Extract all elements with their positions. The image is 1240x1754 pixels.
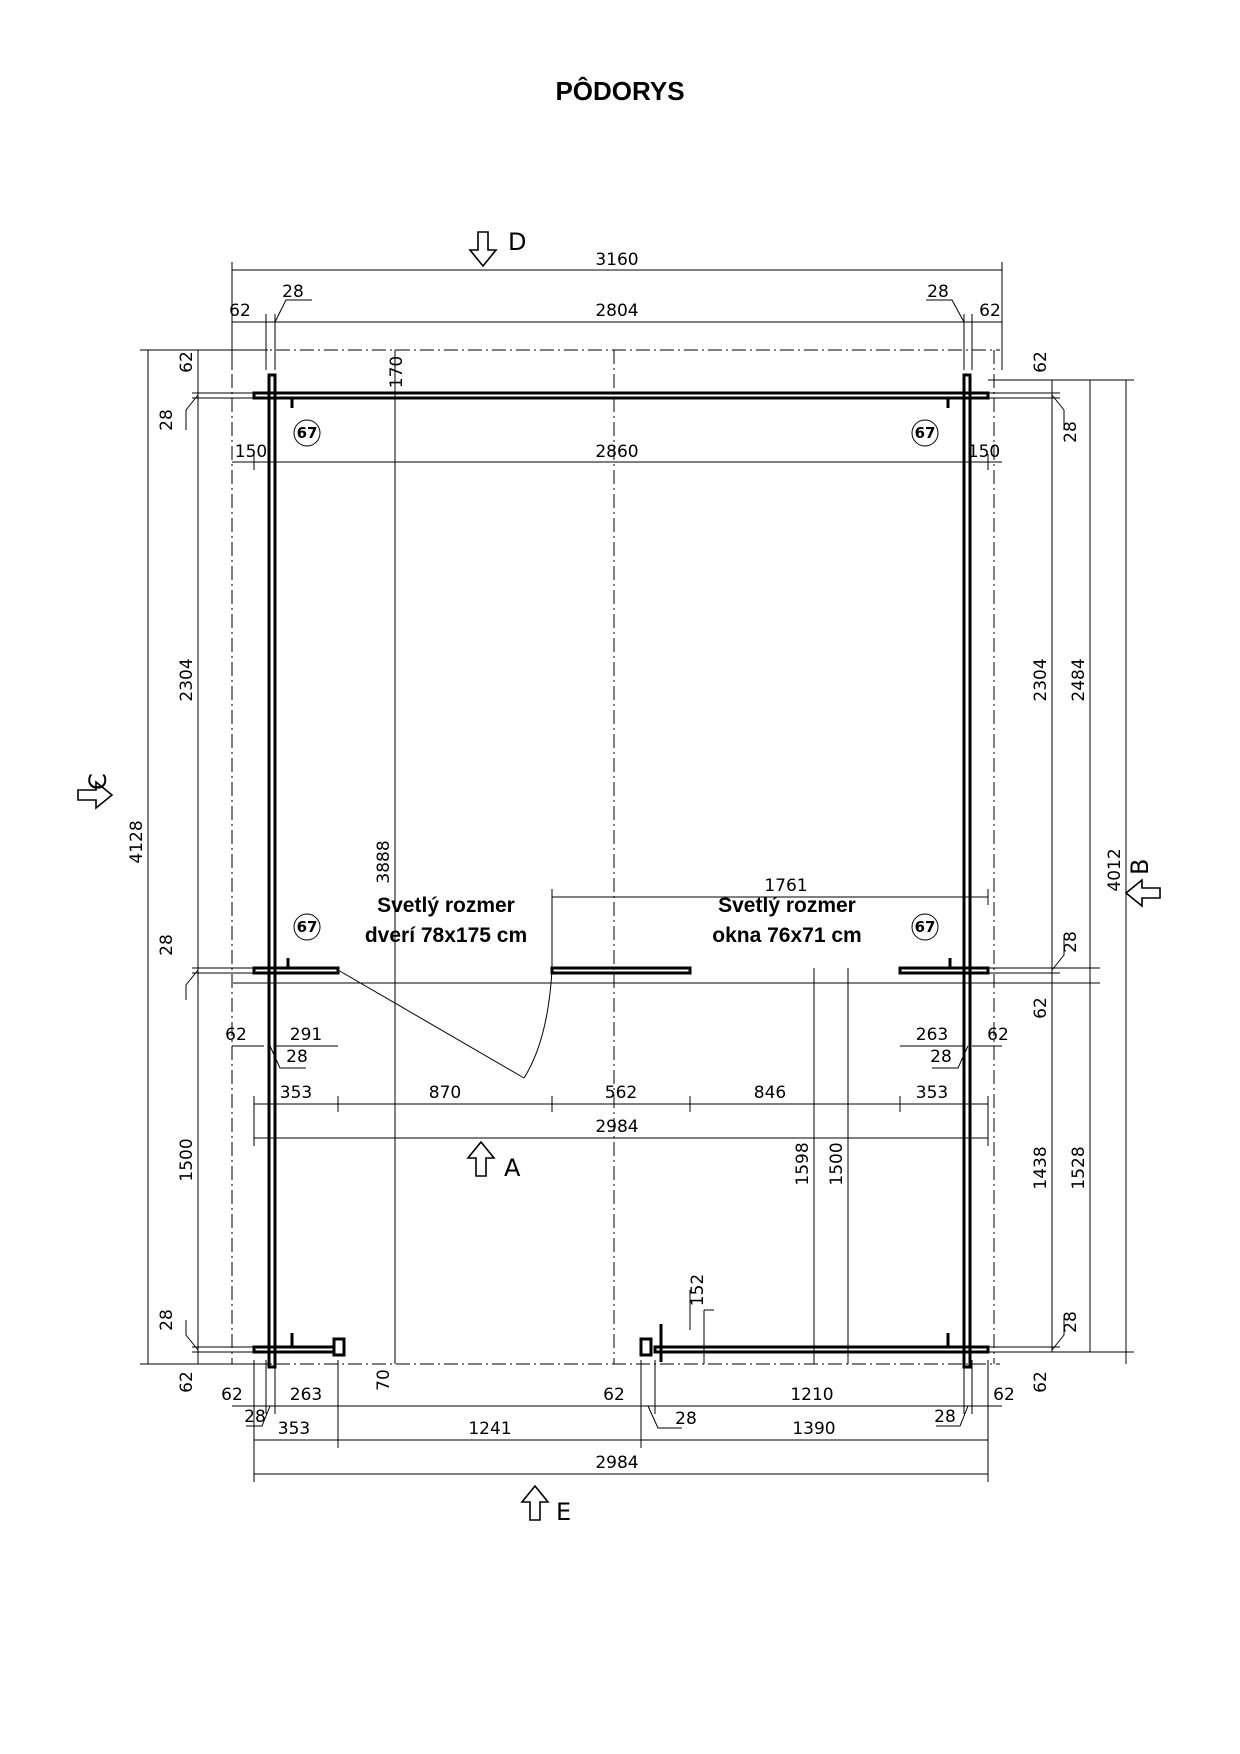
dim-back-1210: 1210 xyxy=(790,1385,833,1405)
dim-back-353: 353 xyxy=(278,1419,310,1439)
dim-left-2304: 2304 xyxy=(177,658,197,701)
dim-front-28-right: 28 xyxy=(930,1047,952,1067)
dim-front-846: 846 xyxy=(754,1083,786,1103)
door-note-line2: dverí 78x175 cm xyxy=(365,924,527,947)
dim-right-1528: 1528 xyxy=(1069,1146,1089,1189)
dim-front-62-right: 62 xyxy=(987,1025,1009,1045)
svg-text:67: 67 xyxy=(297,424,318,442)
dim-top-right-28: 28 xyxy=(927,282,949,302)
section-arrow-c: C xyxy=(77,773,114,810)
dim-span-2860: 2860 xyxy=(595,442,638,462)
dim-back-28-mid: 28 xyxy=(675,1409,697,1429)
dim-back-1241: 1241 xyxy=(468,1419,511,1439)
dim-back-1390: 1390 xyxy=(792,1419,835,1439)
dim-mid-3888: 3888 xyxy=(374,840,394,883)
dim-top-right-62: 62 xyxy=(979,301,1001,321)
dim-left-top-62: 62 xyxy=(177,351,197,373)
svg-text:67: 67 xyxy=(297,918,318,936)
window-note-line1: Svetlý rozmer xyxy=(718,894,856,917)
dim-right-4012: 4012 xyxy=(1105,848,1125,891)
dim-back-62-left: 62 xyxy=(221,1385,243,1405)
dim-right-2304: 2304 xyxy=(1031,658,1051,701)
dim-bot-70: 70 xyxy=(374,1369,394,1391)
dim-back-62-right: 62 xyxy=(993,1385,1015,1405)
dim-left-1500: 1500 xyxy=(177,1138,197,1181)
dim-inner-1500: 1500 xyxy=(827,1142,847,1185)
horizontal-dimension-labels: 3160 2804 62 28 28 62 150 2860 150 1761 … xyxy=(221,250,1015,1473)
dim-front-353-right: 353 xyxy=(916,1083,948,1103)
dim-top-left-28: 28 xyxy=(282,282,304,302)
walls xyxy=(252,373,990,1369)
dim-top-170: 170 xyxy=(387,356,407,388)
dim-overall-width: 3160 xyxy=(595,250,638,270)
door-note: Svetlý rozmer dverí 78x175 cm xyxy=(365,894,527,947)
front-dimensions xyxy=(232,889,1002,1146)
dim-inner-1598: 1598 xyxy=(793,1142,813,1185)
section-arrow-b: B xyxy=(1124,859,1161,908)
door-note-line1: Svetlý rozmer xyxy=(377,894,515,917)
dim-right-top-62: 62 xyxy=(1031,351,1051,373)
dim-back-152: 152 xyxy=(688,1274,708,1306)
dim-back-28-left: 28 xyxy=(244,1407,266,1427)
dim-back-62-mid: 62 xyxy=(603,1385,625,1405)
dim-span-1761: 1761 xyxy=(764,876,807,896)
marker-mid-right: 67 xyxy=(911,913,939,941)
dim-left-28-bot: 28 xyxy=(157,1309,177,1331)
door-swing xyxy=(337,969,553,1079)
section-label-a: A xyxy=(504,1154,521,1182)
dim-front-291: 291 xyxy=(290,1025,322,1045)
marker-top-right: 67 xyxy=(911,419,939,447)
axis-lines xyxy=(228,349,1000,1365)
svg-text:67: 67 xyxy=(915,918,936,936)
marker-top-left: 67 xyxy=(293,419,321,447)
dim-right-62-mid: 62 xyxy=(1031,997,1051,1019)
top-dimensions xyxy=(231,262,1003,470)
left-dimensions xyxy=(140,349,268,1365)
dim-front-263: 263 xyxy=(916,1025,948,1045)
section-label-d: D xyxy=(508,228,526,256)
dim-right-28-top: 28 xyxy=(1061,421,1081,443)
dim-left-4128: 4128 xyxy=(127,820,147,863)
dim-front-870: 870 xyxy=(429,1083,461,1103)
dim-back-28-right: 28 xyxy=(934,1407,956,1427)
dim-overhang-left: 150 xyxy=(235,442,267,462)
section-arrow-e: E xyxy=(520,1484,571,1526)
dim-left-bot-62: 62 xyxy=(177,1371,197,1393)
dim-right-2484: 2484 xyxy=(1069,658,1089,701)
dim-back-2984: 2984 xyxy=(595,1453,638,1473)
section-label-b: B xyxy=(1126,859,1154,875)
dim-front-28-left: 28 xyxy=(286,1047,308,1067)
dim-back-263: 263 xyxy=(290,1385,322,1405)
dim-right-1438: 1438 xyxy=(1031,1146,1051,1189)
vertical-dimension-labels: 4128 62 28 2304 28 1500 28 62 170 3888 7… xyxy=(127,351,1125,1393)
marker-mid-left: 67 xyxy=(293,913,321,941)
dim-right-28-mid: 28 xyxy=(1061,931,1081,953)
window-note-line2: okna 76x71 cm xyxy=(712,924,861,947)
dim-overhang-right: 150 xyxy=(968,442,1000,462)
dim-top-left-62: 62 xyxy=(229,301,251,321)
dim-inner-width: 2804 xyxy=(595,301,638,321)
bottom-dimensions xyxy=(232,1290,1002,1482)
dim-right-bot-62: 62 xyxy=(1031,1371,1051,1393)
inner-reference-lines xyxy=(233,350,990,1364)
right-dimensions xyxy=(988,379,1134,1364)
section-label-e: E xyxy=(556,1498,571,1526)
dim-left-28-top: 28 xyxy=(157,409,177,431)
dim-front-62-left: 62 xyxy=(225,1025,247,1045)
dim-front-562: 562 xyxy=(605,1083,637,1103)
dim-right-28-bot: 28 xyxy=(1061,1311,1081,1333)
svg-text:67: 67 xyxy=(915,424,936,442)
page-title: PÔDORYS xyxy=(555,76,685,106)
dim-left-28-mid: 28 xyxy=(157,934,177,956)
window-note: Svetlý rozmer okna 76x71 cm xyxy=(712,894,861,947)
section-label-c: C xyxy=(84,773,112,790)
dim-front-2984: 2984 xyxy=(595,1117,638,1137)
dim-front-353-left: 353 xyxy=(280,1083,312,1103)
section-arrow-a: A xyxy=(466,1140,521,1182)
section-arrow-d: D xyxy=(468,228,526,268)
